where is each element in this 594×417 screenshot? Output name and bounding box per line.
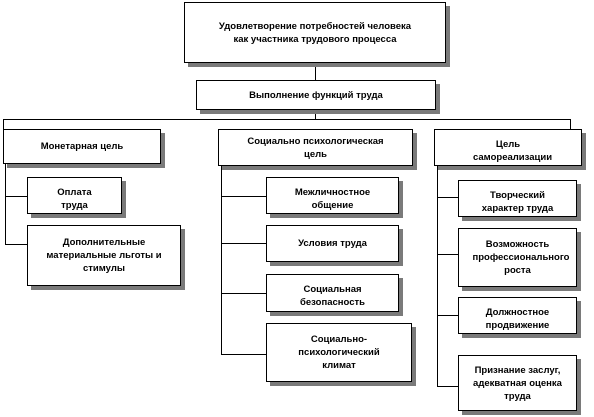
connector-selfreal-item-3 (437, 315, 458, 316)
monetary-goal-label: Монетарная цель (40, 141, 124, 152)
connector-social-item-3 (221, 293, 266, 294)
monetary-item-benefits: Дополнительные материальные льготы и сти… (27, 225, 181, 286)
monetary-item-label: Дополнительные материальные льготы и сти… (46, 237, 162, 274)
monetary-item-pay: Оплата труда (27, 177, 122, 214)
social-item-communication: Межличностное общение (266, 177, 399, 214)
social-item-safety: Социальная безопасность (266, 274, 399, 312)
functions-label: Выполнение функций труда (249, 89, 383, 101)
connector-social-item-4 (221, 354, 266, 355)
monetary-goal-box: Монетарная цель (3, 129, 161, 164)
connector-branch-left-end (3, 119, 4, 129)
connector-monetary-spine (5, 164, 6, 244)
top-goal-box: Удовлетворение потребностей человека как… (184, 2, 446, 63)
selfreal-item-creative: Творческий характер труда (458, 180, 577, 217)
connector-selfreal-item-4 (437, 386, 458, 387)
social-item-label: Социальная безопасность (300, 284, 365, 308)
monetary-item-label: Оплата труда (57, 187, 92, 211)
social-item-label: Социально-психологический климат (298, 334, 380, 371)
top-goal-label: Удовлетворение потребностей человека как… (218, 20, 412, 45)
connector-selfreal-item-2 (437, 254, 458, 255)
social-item-climate: Социально-психологический климат (266, 323, 412, 382)
selfreal-item-promotion: Должностное продвижение (458, 297, 577, 334)
selfreal-item-label: Признание заслуг, адекватная оценка труд… (473, 364, 562, 402)
social-item-conditions: Условия труда (266, 225, 399, 262)
connector-social-spine (221, 166, 222, 354)
connector-branch-right-end (570, 119, 571, 129)
selfreal-item-label: Возможность профессионального роста (472, 239, 570, 276)
selfreal-item-recognition: Признание заслуг, адекватная оценка труд… (458, 355, 577, 411)
social-goal-box: Социально психологическая цель (218, 129, 413, 166)
social-item-label: Условия труда (298, 238, 367, 249)
selfreal-item-label: Должностное продвижение (485, 307, 550, 331)
selfreal-goal-box: Цель самореализации (434, 129, 582, 166)
connector-selfreal-spine (437, 166, 438, 386)
selfreal-item-label: Творческий характер труда (481, 190, 554, 214)
connector-branch-horizontal (3, 119, 570, 120)
connector-monetary-item-2 (5, 244, 27, 245)
connector-selfreal-item-1 (437, 197, 458, 198)
connector-social-item-1 (221, 196, 266, 197)
social-item-label: Межличностное общение (294, 187, 371, 211)
functions-box: Выполнение функций труда (196, 80, 436, 110)
selfreal-goal-label: Цель самореализации (473, 139, 553, 163)
connector-top-to-functions (315, 63, 316, 80)
connector-functions-to-branch (315, 110, 316, 120)
selfreal-item-growth: Возможность профессионального роста (458, 228, 577, 287)
connector-monetary-item-1 (5, 196, 27, 197)
social-goal-label: Социально психологическая цель (247, 135, 384, 160)
connector-social-item-2 (221, 243, 266, 244)
